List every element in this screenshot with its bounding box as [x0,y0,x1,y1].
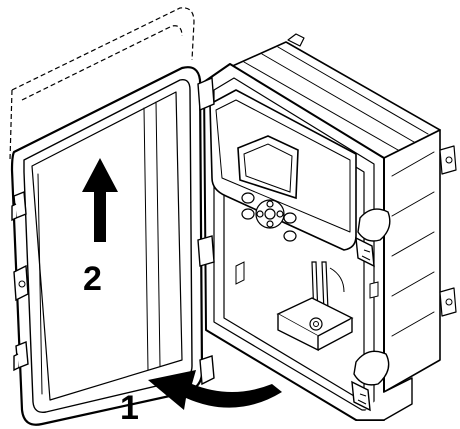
sensor-assembly [235,261,379,352]
door-hinges [197,76,215,386]
door-latch-catches [11,191,29,372]
keypad [241,192,297,242]
display-screen [237,135,299,200]
curved-arrow-icon [148,370,282,410]
hinge-bottom [199,355,215,386]
nav-left-key [256,210,264,218]
key-right-top [283,212,297,224]
nav-down-key [266,220,274,228]
door-lifted-outline [9,7,195,161]
nav-up-key [266,200,274,208]
step-1-label: 1 [120,389,139,427]
nav-right-key [276,210,284,218]
hinge-top [197,76,215,112]
latch-lower [351,350,390,412]
key-left-top [241,192,255,204]
key-left-bottom [241,208,255,220]
door [10,66,204,426]
latch-upper [355,208,391,268]
up-arrow-icon [82,158,118,242]
navigation-center-key [264,208,276,220]
step-2-label: 2 [83,260,102,298]
hinge-middle [197,235,215,267]
key-right-bottom [283,230,297,242]
